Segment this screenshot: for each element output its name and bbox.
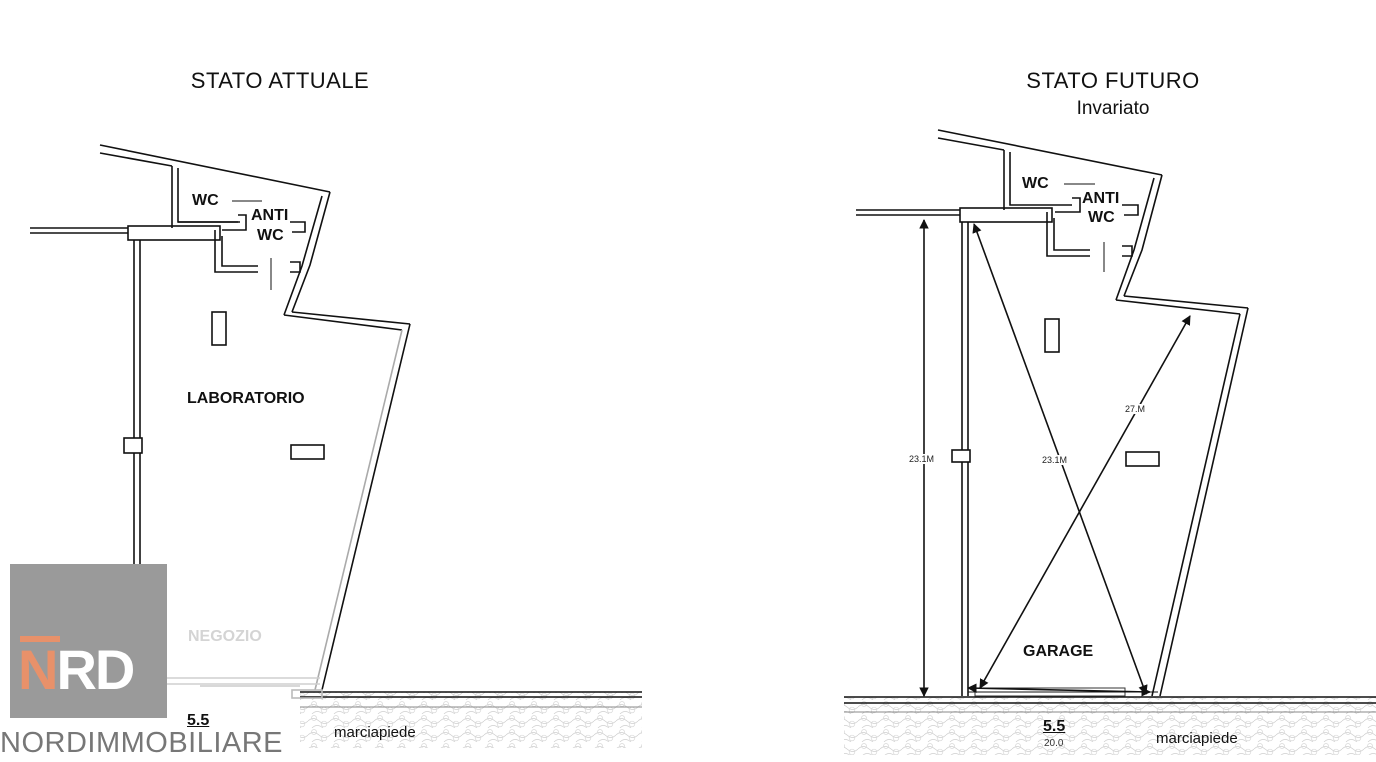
right-plan-title: STATO FUTURO: [1026, 68, 1200, 93]
right-scale-label: 5.5: [1043, 718, 1066, 735]
left-scale-label: 5.5: [187, 712, 210, 729]
vertical-dimension-label: 23.1M: [908, 454, 936, 464]
right-anti-wc-label: WC: [1088, 209, 1115, 226]
left-plan-title: STATO ATTUALE: [190, 68, 370, 93]
laboratorio-label: LABORATORIO: [187, 390, 305, 407]
right-anti-label: ANTI: [1082, 190, 1120, 207]
left-anti-wc-label: WC: [257, 227, 284, 244]
negozio-label: NEGOZIO: [188, 628, 262, 645]
logo-accent-bar: [20, 636, 60, 642]
right-sidewalk: [844, 697, 1376, 755]
right-street-label: marciapiede: [1156, 730, 1238, 747]
logo-letters: NRD: [18, 638, 135, 701]
right-plan-subtitle: Invariato: [1076, 98, 1150, 119]
left-sidewalk: [300, 692, 642, 748]
garage-label: GARAGE: [1023, 643, 1094, 660]
right-wc-label: WC: [1022, 175, 1049, 192]
logo-letter-n: N: [18, 638, 58, 701]
right-scale-sub-label: 20.0: [1044, 738, 1064, 749]
diagonal-a-dimension-label: 23.1M: [1041, 455, 1069, 465]
left-anti-label: ANTI: [251, 207, 289, 224]
diagonal-b-dimension-label: 27.M: [1124, 404, 1147, 414]
left-plan: [30, 144, 642, 748]
brand-name: NORDIMMOBILIARE: [0, 727, 284, 759]
nordimmobiliare-logo: NRD: [10, 564, 167, 718]
left-street-label: marciapiede: [334, 724, 416, 741]
left-wc-label: WC: [192, 192, 219, 209]
